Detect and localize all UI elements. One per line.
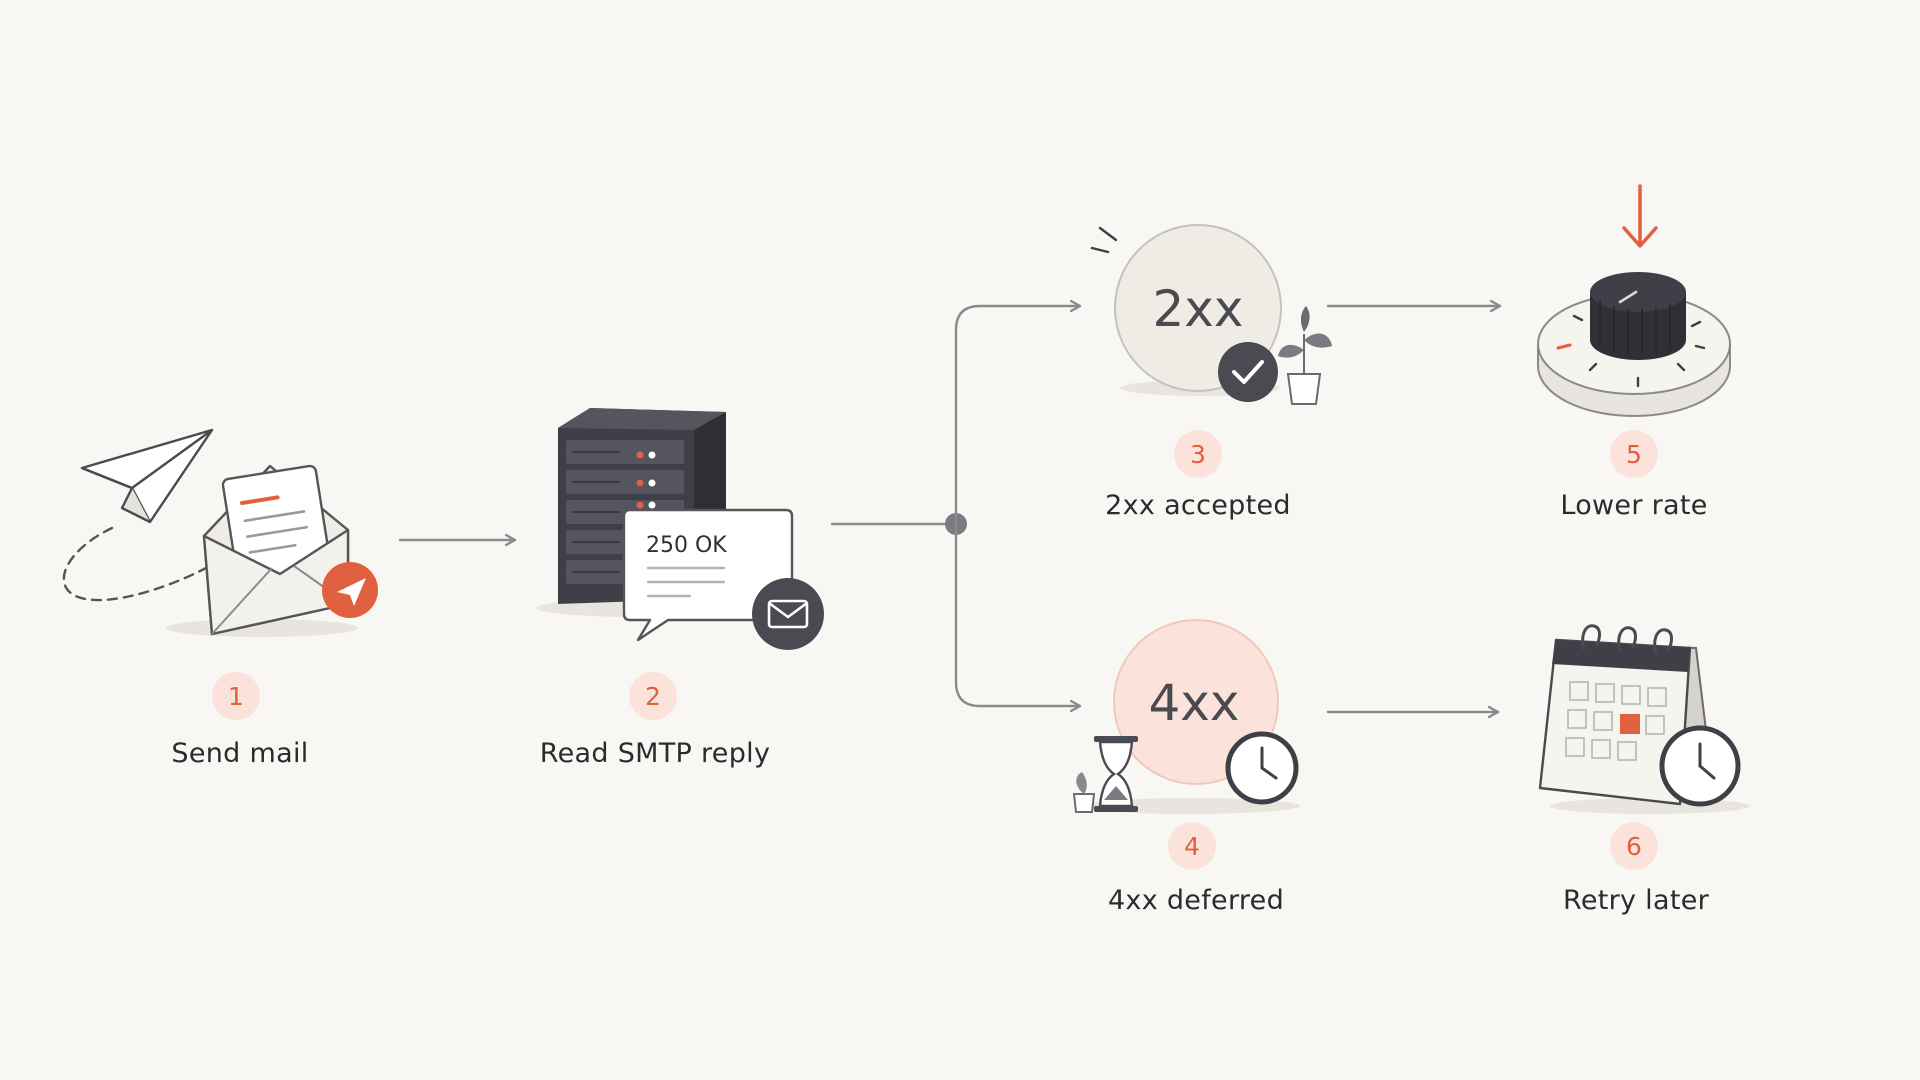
calendar-clock-icon	[1538, 624, 1750, 814]
step-number: 1	[228, 682, 244, 711]
step-number: 5	[1626, 440, 1642, 469]
accepted-circle-icon: 2xx	[1090, 224, 1332, 405]
step-label: Lower rate	[1560, 490, 1707, 521]
step-label: 4xx deferred	[1108, 885, 1284, 916]
step-badge	[1610, 822, 1658, 870]
paper-plane-envelope-icon	[62, 428, 378, 637]
step-number: 6	[1626, 832, 1642, 861]
step-badge	[212, 672, 260, 720]
deferred-circle-icon: 4xx	[1072, 619, 1300, 814]
step-read-smtp-reply: 250 OK 2 Read SMTP reply	[536, 408, 824, 769]
step-4xx-deferred: 4xx 4 4xx deferred	[1072, 619, 1300, 916]
step-label: Retry later	[1563, 885, 1710, 916]
reply-code: 250 OK	[646, 533, 727, 558]
step-2xx-accepted: 2xx 3 2xx accepted	[1090, 224, 1332, 521]
step-send-mail: 1 Send mail	[62, 428, 378, 769]
step-label: Send mail	[171, 738, 308, 769]
step-number: 2	[645, 682, 661, 711]
step-lower-rate: 5 Lower rate	[1537, 184, 1731, 521]
arrow-branch-to-4xx	[954, 522, 1082, 706]
step-badge	[1168, 822, 1216, 870]
step-number: 4	[1184, 832, 1200, 861]
step-retry-later: 6 Retry later	[1538, 624, 1750, 916]
step-badge	[1610, 430, 1658, 478]
rate-dial-icon	[1537, 184, 1731, 417]
step-badge	[1174, 430, 1222, 478]
connectors	[398, 306, 1502, 712]
step-label: Read SMTP reply	[540, 738, 770, 769]
step-badge	[629, 672, 677, 720]
status-code-4xx: 4xx	[1149, 674, 1240, 732]
status-code-2xx: 2xx	[1153, 280, 1244, 338]
step-number: 3	[1190, 440, 1206, 469]
server-reply-icon: 250 OK	[536, 408, 824, 650]
arrow-branch-to-2xx	[954, 306, 1082, 526]
step-label: 2xx accepted	[1105, 490, 1291, 521]
